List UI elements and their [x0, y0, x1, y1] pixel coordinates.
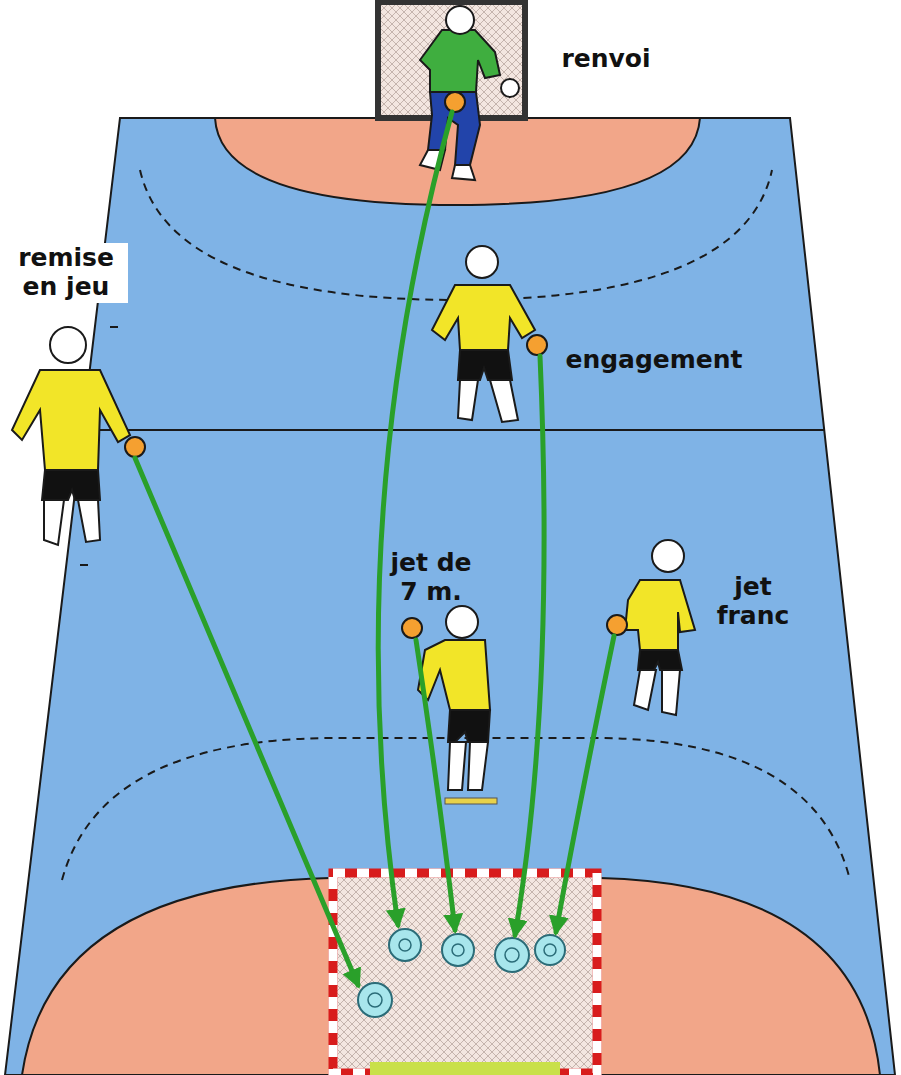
center-line: [83, 429, 825, 431]
throw-label: jet franc: [700, 572, 806, 632]
free-throw-line: [140, 170, 772, 300]
throw-arrows: [135, 112, 614, 985]
player: [625, 540, 695, 715]
player: [418, 606, 490, 790]
throw-label: renvoi: [548, 44, 664, 75]
ball-seams: [368, 939, 556, 1007]
tick: [80, 564, 88, 566]
seven-meter-line: [445, 798, 497, 804]
player: [12, 327, 130, 545]
throw-label: remise en jeu: [4, 243, 128, 303]
ball: [125, 437, 145, 457]
player: [432, 246, 535, 422]
ball: [607, 615, 627, 635]
net-balls: [358, 929, 565, 1017]
ball: [445, 92, 465, 112]
ball: [402, 618, 422, 638]
throw-label: jet de 7 m.: [378, 548, 484, 608]
goal-stripes: [333, 873, 597, 1073]
throw-label: engagement: [556, 345, 752, 376]
goal: [378, 2, 525, 118]
free-throw-line: [62, 738, 850, 880]
goal-line: [370, 1062, 560, 1075]
ball: [527, 335, 547, 355]
goalkeeper: [420, 6, 519, 180]
tick: [110, 326, 118, 328]
goal: [333, 873, 597, 1073]
court-floor: [5, 118, 895, 1075]
